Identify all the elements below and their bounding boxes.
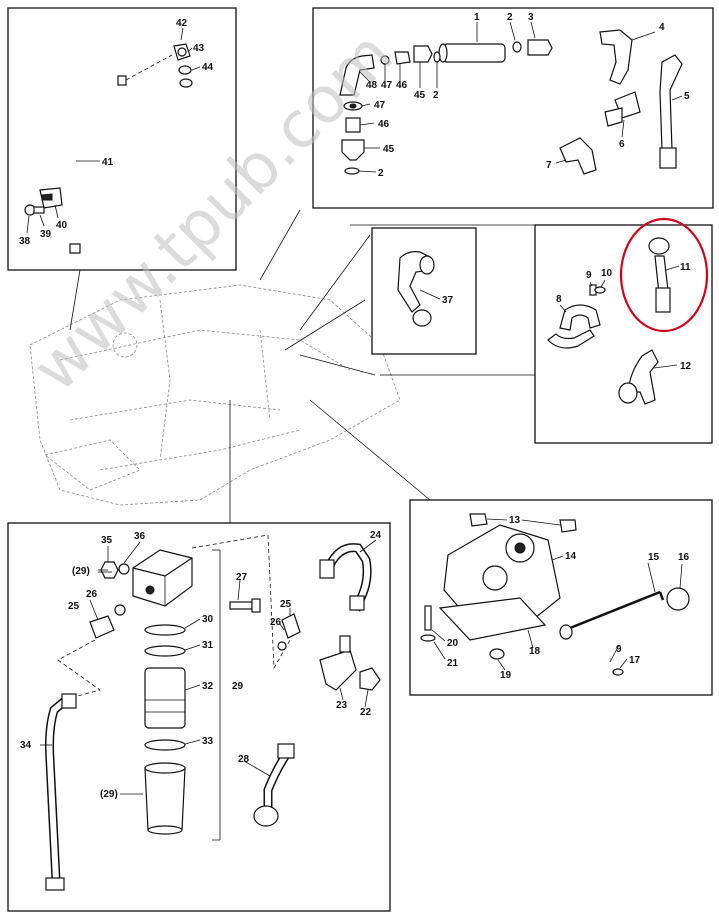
callout-46-top: 46 xyxy=(396,80,408,91)
detail-box-clamps-tubes xyxy=(534,224,713,444)
callout-28: 28 xyxy=(238,754,250,765)
callout-2-low: 2 xyxy=(378,168,384,179)
callout-38: 38 xyxy=(19,236,31,247)
callout-31: 31 xyxy=(202,640,214,651)
callout-37: 37 xyxy=(442,295,454,306)
callout-47-top: 47 xyxy=(381,80,393,91)
callout-16: 16 xyxy=(678,552,690,563)
callout-30: 30 xyxy=(202,614,214,625)
callout-leaders xyxy=(69,209,535,523)
callout-25-right: 25 xyxy=(280,599,292,610)
callout-39: 39 xyxy=(40,229,52,240)
callout-34: 34 xyxy=(20,740,32,751)
callout-29-paren-top: (29) xyxy=(72,566,90,577)
callout-36: 36 xyxy=(134,531,146,542)
callout-2: 2 xyxy=(507,12,513,23)
callout-26-left: 26 xyxy=(86,589,98,600)
detail-box-filter-head xyxy=(7,522,391,912)
callout-4: 4 xyxy=(659,22,665,33)
callout-45: 45 xyxy=(383,144,395,155)
callout-13: 13 xyxy=(509,515,521,526)
callout-20: 20 xyxy=(447,638,459,649)
callout-40: 40 xyxy=(56,220,68,231)
callout-19: 19 xyxy=(500,670,512,681)
callout-25-left: 25 xyxy=(68,601,80,612)
callout-42: 42 xyxy=(176,18,188,29)
callout-27: 27 xyxy=(236,572,248,583)
highlight-circle xyxy=(619,217,709,333)
callout-35: 35 xyxy=(101,535,113,546)
callout-32: 32 xyxy=(202,681,214,692)
engine-outline xyxy=(29,284,401,506)
detail-box-filter-lines xyxy=(312,7,714,209)
callout-10: 10 xyxy=(601,268,613,279)
callout-21: 21 xyxy=(447,658,459,669)
callout-48: 48 xyxy=(366,80,378,91)
detail-box-pump-assembly xyxy=(409,499,713,696)
callout-11: 11 xyxy=(680,262,691,273)
callout-9: 9 xyxy=(586,270,592,281)
callout-22: 22 xyxy=(360,707,372,718)
callout-23: 23 xyxy=(336,700,348,711)
callout-17: 17 xyxy=(629,655,641,666)
detail-box-tube-37 xyxy=(371,227,477,355)
callout-18: 18 xyxy=(529,646,541,657)
callout-43: 43 xyxy=(193,43,205,54)
callout-46: 46 xyxy=(378,119,390,130)
callout-29: 29 xyxy=(232,681,244,692)
callout-5: 5 xyxy=(684,91,690,102)
callout-14: 14 xyxy=(565,551,577,562)
callout-12: 12 xyxy=(680,361,692,372)
callout-29-paren-bottom: (29) xyxy=(100,789,118,800)
callout-1: 1 xyxy=(474,12,480,23)
callout-15: 15 xyxy=(648,552,660,563)
callout-24: 24 xyxy=(370,530,382,541)
callout-45-top: 45 xyxy=(414,90,426,101)
callout-2-mid: 2 xyxy=(433,90,439,101)
detail-box-tubing-41 xyxy=(7,7,237,271)
callout-26-right: 26 xyxy=(270,617,282,628)
callout-33: 33 xyxy=(202,736,214,747)
callout-47: 47 xyxy=(374,100,386,111)
callout-44: 44 xyxy=(202,62,214,73)
callout-8: 8 xyxy=(556,294,562,305)
callout-3: 3 xyxy=(528,12,534,23)
callout-labels: 1 2 3 4 5 6 7 48 47 46 45 2 47 46 45 2 4… xyxy=(19,12,692,800)
callout-6: 6 xyxy=(619,139,625,150)
callout-7: 7 xyxy=(546,160,552,171)
callout-41: 41 xyxy=(102,157,114,168)
callout-9-lower: 9 xyxy=(616,644,622,655)
